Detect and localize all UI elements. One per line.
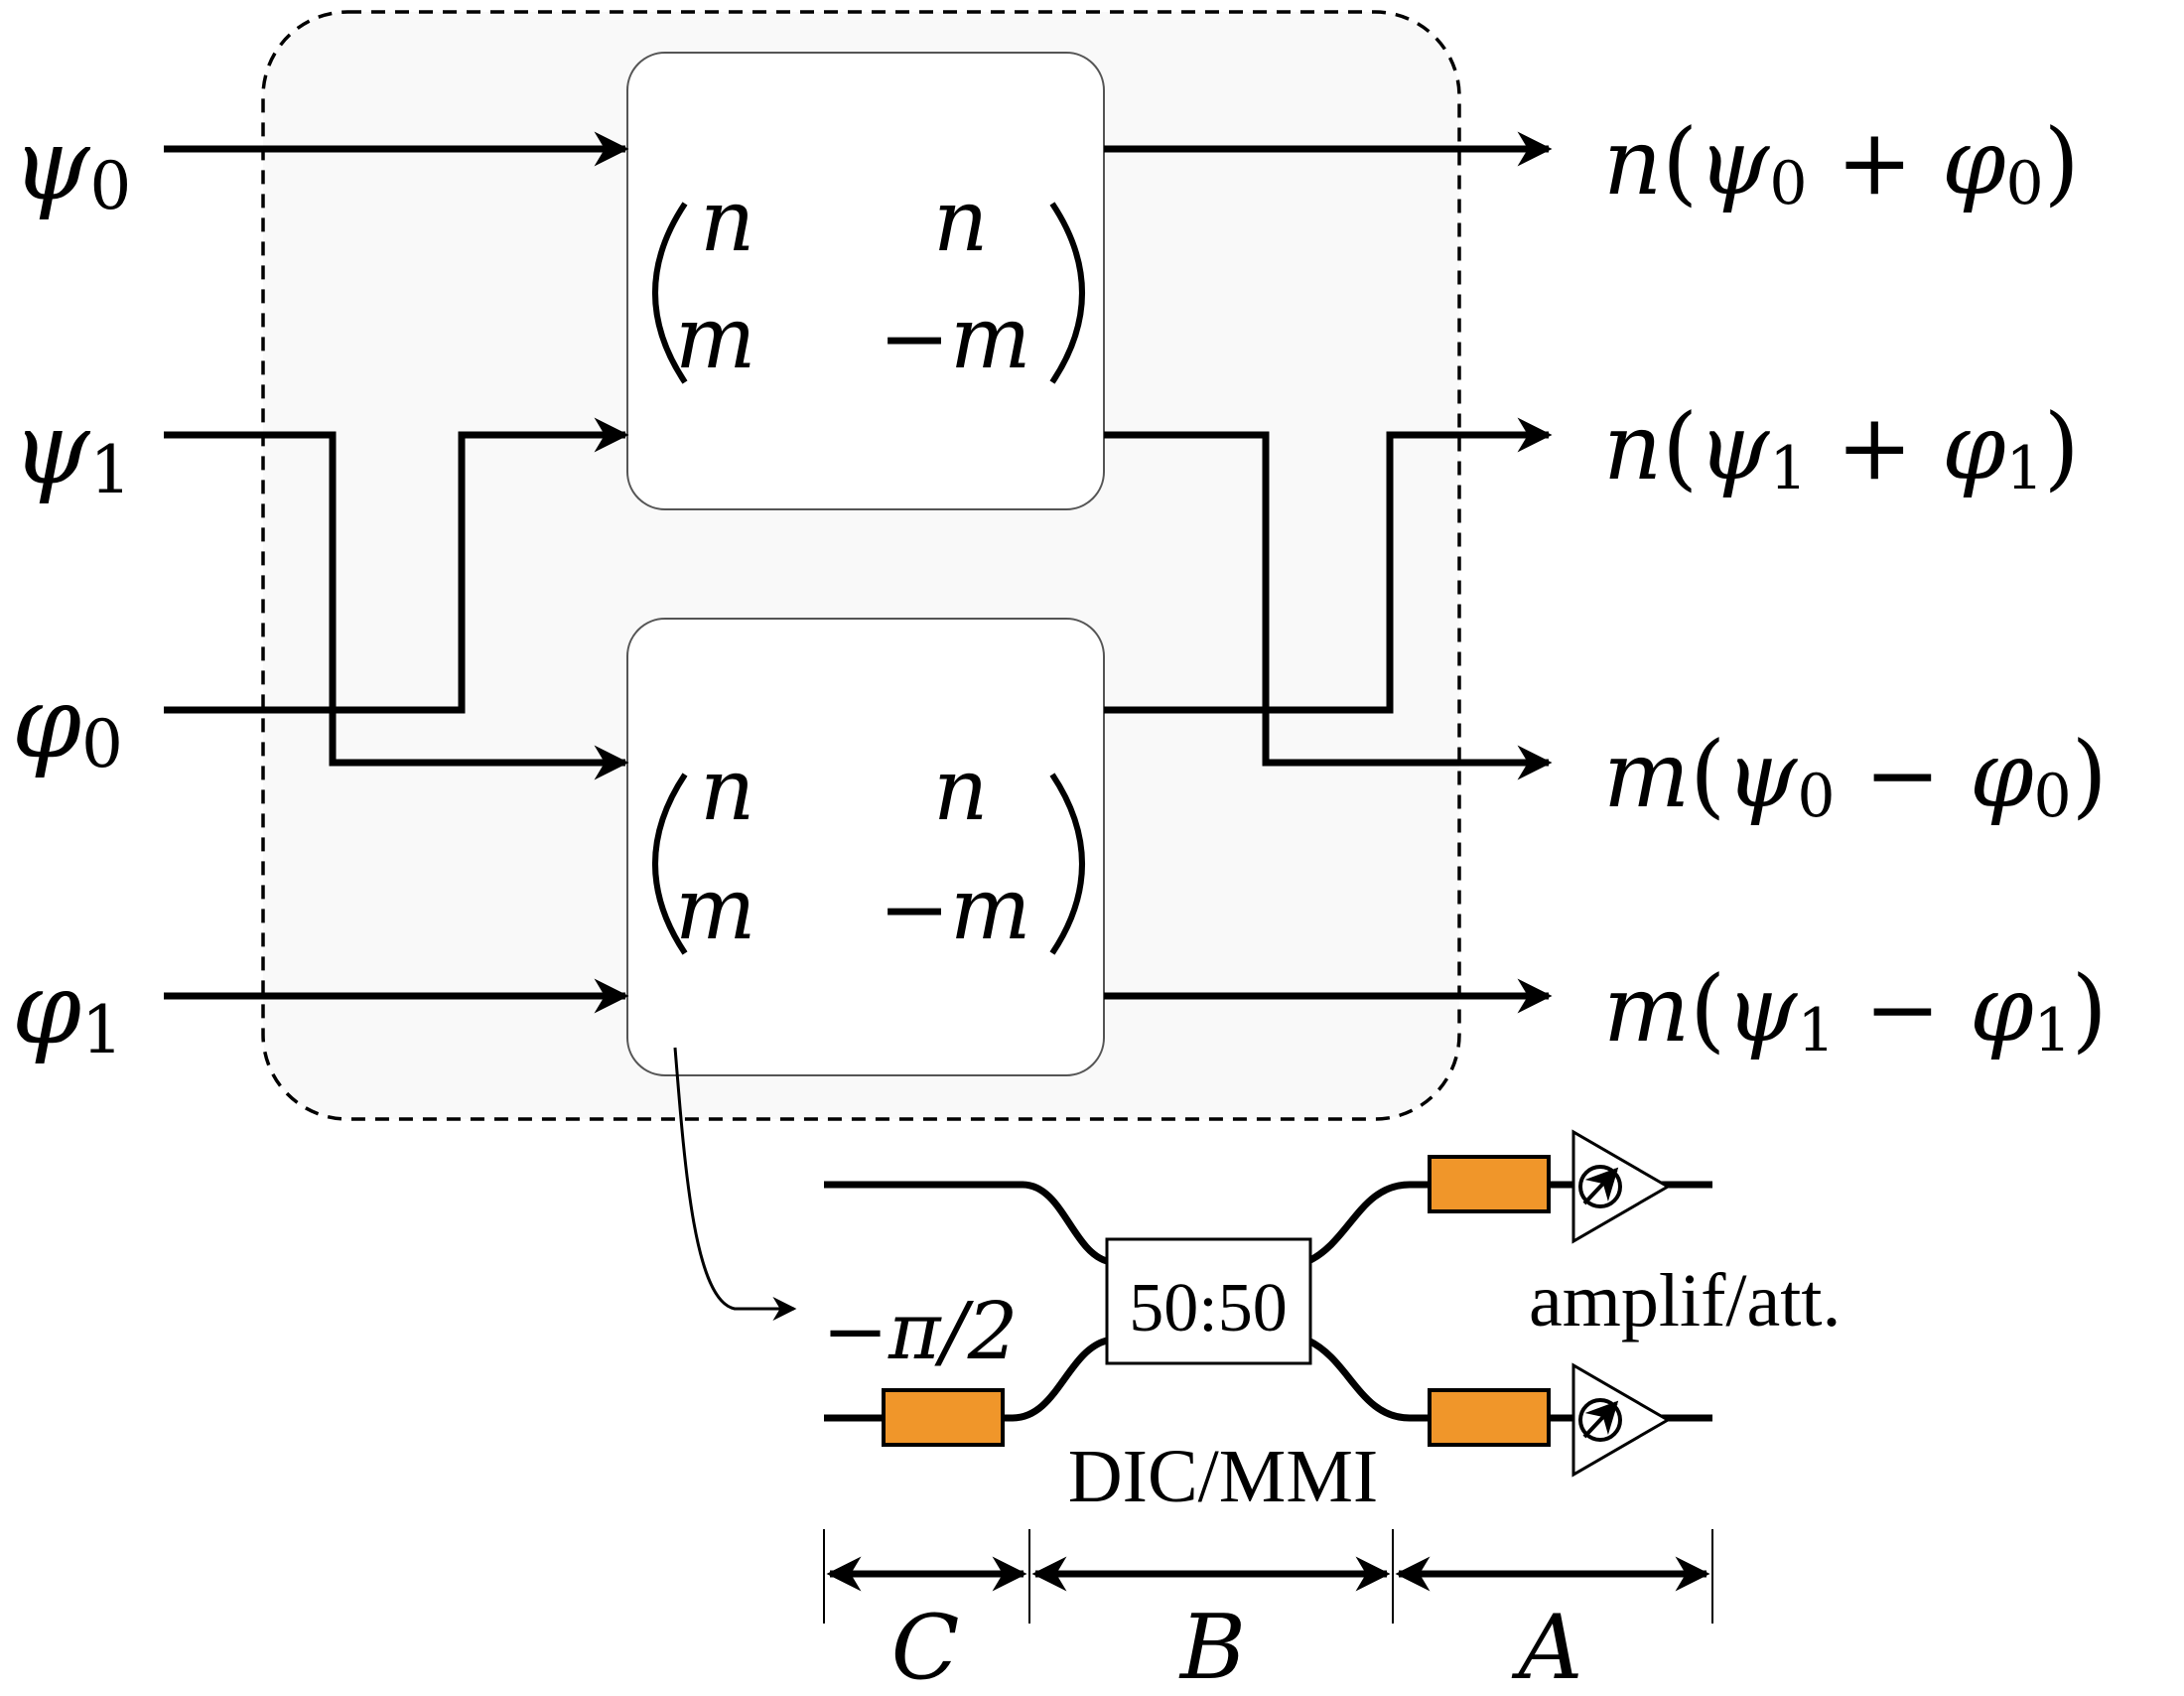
right-paren — [1049, 202, 1085, 384]
coupler-box — [1105, 1237, 1312, 1365]
output-label-0: n(ψ0 + φ0) — [1603, 109, 2080, 218]
amplifier-bottom-icon — [1571, 1362, 1671, 1478]
matrix-entry: m — [675, 860, 756, 959]
section-label-a: A — [1512, 1596, 1583, 1696]
matrix-entry: n — [933, 172, 988, 271]
waveguide-top-in — [824, 1181, 1109, 1265]
matrix-entry: n — [933, 741, 988, 840]
upper-coupler-block — [626, 52, 1105, 510]
callout-arrow — [673, 1047, 797, 1321]
left-paren — [652, 773, 688, 955]
input-label-psi1: ψ1 — [12, 390, 131, 508]
svg-text:φ0: φ0 — [12, 664, 123, 782]
lower-matrix: n n m −m — [652, 741, 1085, 959]
input-label-phi0: φ0 — [12, 664, 123, 782]
svg-text:n(ψ1 + φ1): n(ψ1 + φ1) — [1603, 394, 2080, 503]
wire-psi1-in — [164, 431, 629, 780]
lower-coupler-block — [626, 618, 1105, 1076]
matrix-entry: n — [700, 741, 754, 840]
coupler-type-label: DIC/MMI — [1068, 1435, 1378, 1518]
left-paren — [652, 202, 688, 384]
upper-matrix: n n m −m — [652, 172, 1085, 388]
svg-text:m(ψ0 − φ0): m(ψ0 − φ0) — [1603, 722, 2108, 831]
waveguide-bottom-out — [1306, 1337, 1712, 1422]
output-label-1: n(ψ1 + φ1) — [1603, 394, 2080, 503]
waveguide-top-out — [1306, 1181, 1712, 1265]
output-label-3: m(ψ1 − φ1) — [1603, 956, 2108, 1065]
section-label-c: C — [891, 1596, 960, 1696]
phase-shifter-input — [882, 1388, 1005, 1447]
output-label-2: m(ψ0 − φ0) — [1603, 722, 2108, 831]
matrix-entry: −m — [879, 860, 1031, 959]
svg-text:φ1: φ1 — [12, 950, 123, 1068]
svg-text:ψ1: ψ1 — [12, 390, 131, 508]
matrix-entry: −m — [879, 289, 1031, 388]
svg-text:m(ψ1 − φ1): m(ψ1 − φ1) — [1603, 956, 2108, 1065]
section-label-b: B — [1178, 1596, 1246, 1696]
svg-text:ψ0: ψ0 — [12, 106, 131, 224]
wire-out-2 — [1104, 431, 1553, 780]
phase-shifter-output-top — [1428, 1155, 1551, 1213]
wire-out-1 — [1104, 417, 1553, 714]
wire-phi0-in — [164, 417, 629, 714]
amplifier-top-icon — [1571, 1129, 1671, 1244]
input-label-psi0: ψ0 — [12, 106, 131, 224]
dashed-region — [261, 10, 1461, 1121]
waveguide-bottom-in — [824, 1337, 1109, 1422]
coupler-label: 50:50 — [1129, 1270, 1287, 1346]
phase-label: −π/2 — [822, 1285, 1018, 1377]
svg-text:n(ψ0 + φ0): n(ψ0 + φ0) — [1603, 109, 2080, 218]
phase-shifter-output-bottom — [1428, 1388, 1551, 1447]
amp-label: amplif/att. — [1529, 1259, 1841, 1343]
input-label-phi1: φ1 — [12, 950, 123, 1068]
right-paren — [1049, 773, 1085, 955]
matrix-entry: n — [700, 172, 754, 271]
detail-circuit: 50:50 −π/2 amplif/att. DIC/MMI C B — [822, 1129, 1841, 1696]
matrix-entry: m — [675, 289, 756, 388]
